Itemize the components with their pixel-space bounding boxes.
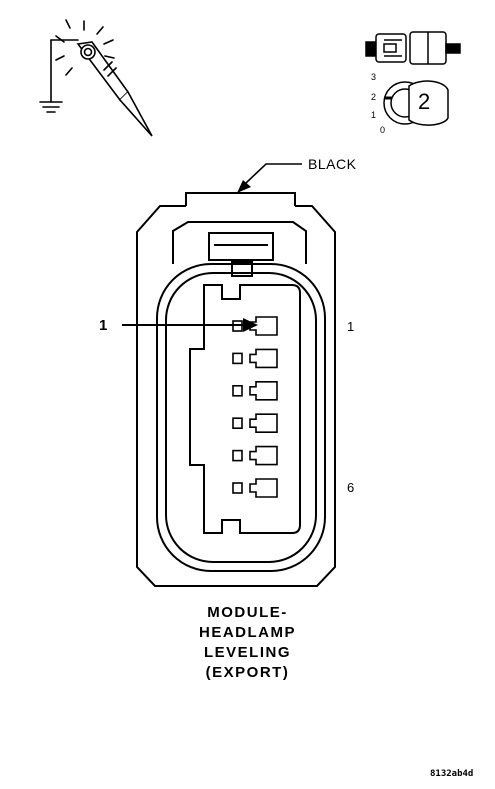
connector-housing	[136, 192, 336, 587]
terminal-5	[232, 445, 278, 466]
callout-arrow	[122, 318, 258, 332]
selector-scale-3: 3	[371, 72, 377, 82]
pin-number-top: 1	[347, 319, 355, 334]
terminal-3	[232, 381, 278, 401]
terminal-6	[232, 478, 278, 498]
wire-color-label: BLACK	[308, 156, 357, 172]
terminal-2	[232, 348, 278, 369]
figure-id: 8132ab4d	[430, 769, 474, 779]
selector-scale-2: 2	[371, 92, 377, 102]
color-pointer-arrow	[237, 163, 302, 193]
terminal-4	[232, 413, 278, 433]
title-line-3: LEVELING	[203, 644, 291, 661]
callout-number: 1	[99, 317, 108, 334]
title-line-4: (EXPORT)	[205, 664, 290, 681]
component-title: MODULE- HEADLAMP LEVELING (EXPORT)	[0, 603, 495, 683]
title-line-2: HEADLAMP	[199, 624, 296, 641]
pin-number-bottom: 6	[347, 480, 355, 495]
connector-terminals	[232, 316, 278, 498]
selector-scale-1: 1	[371, 110, 377, 120]
title-line-1: MODULE-	[207, 604, 288, 621]
connector-plug-icon	[365, 31, 461, 65]
selector-value: 2	[418, 89, 431, 114]
selector-scale-0: 0	[380, 125, 386, 135]
test-light-ground-icon	[39, 19, 153, 137]
selector-dial-icon	[383, 80, 449, 126]
